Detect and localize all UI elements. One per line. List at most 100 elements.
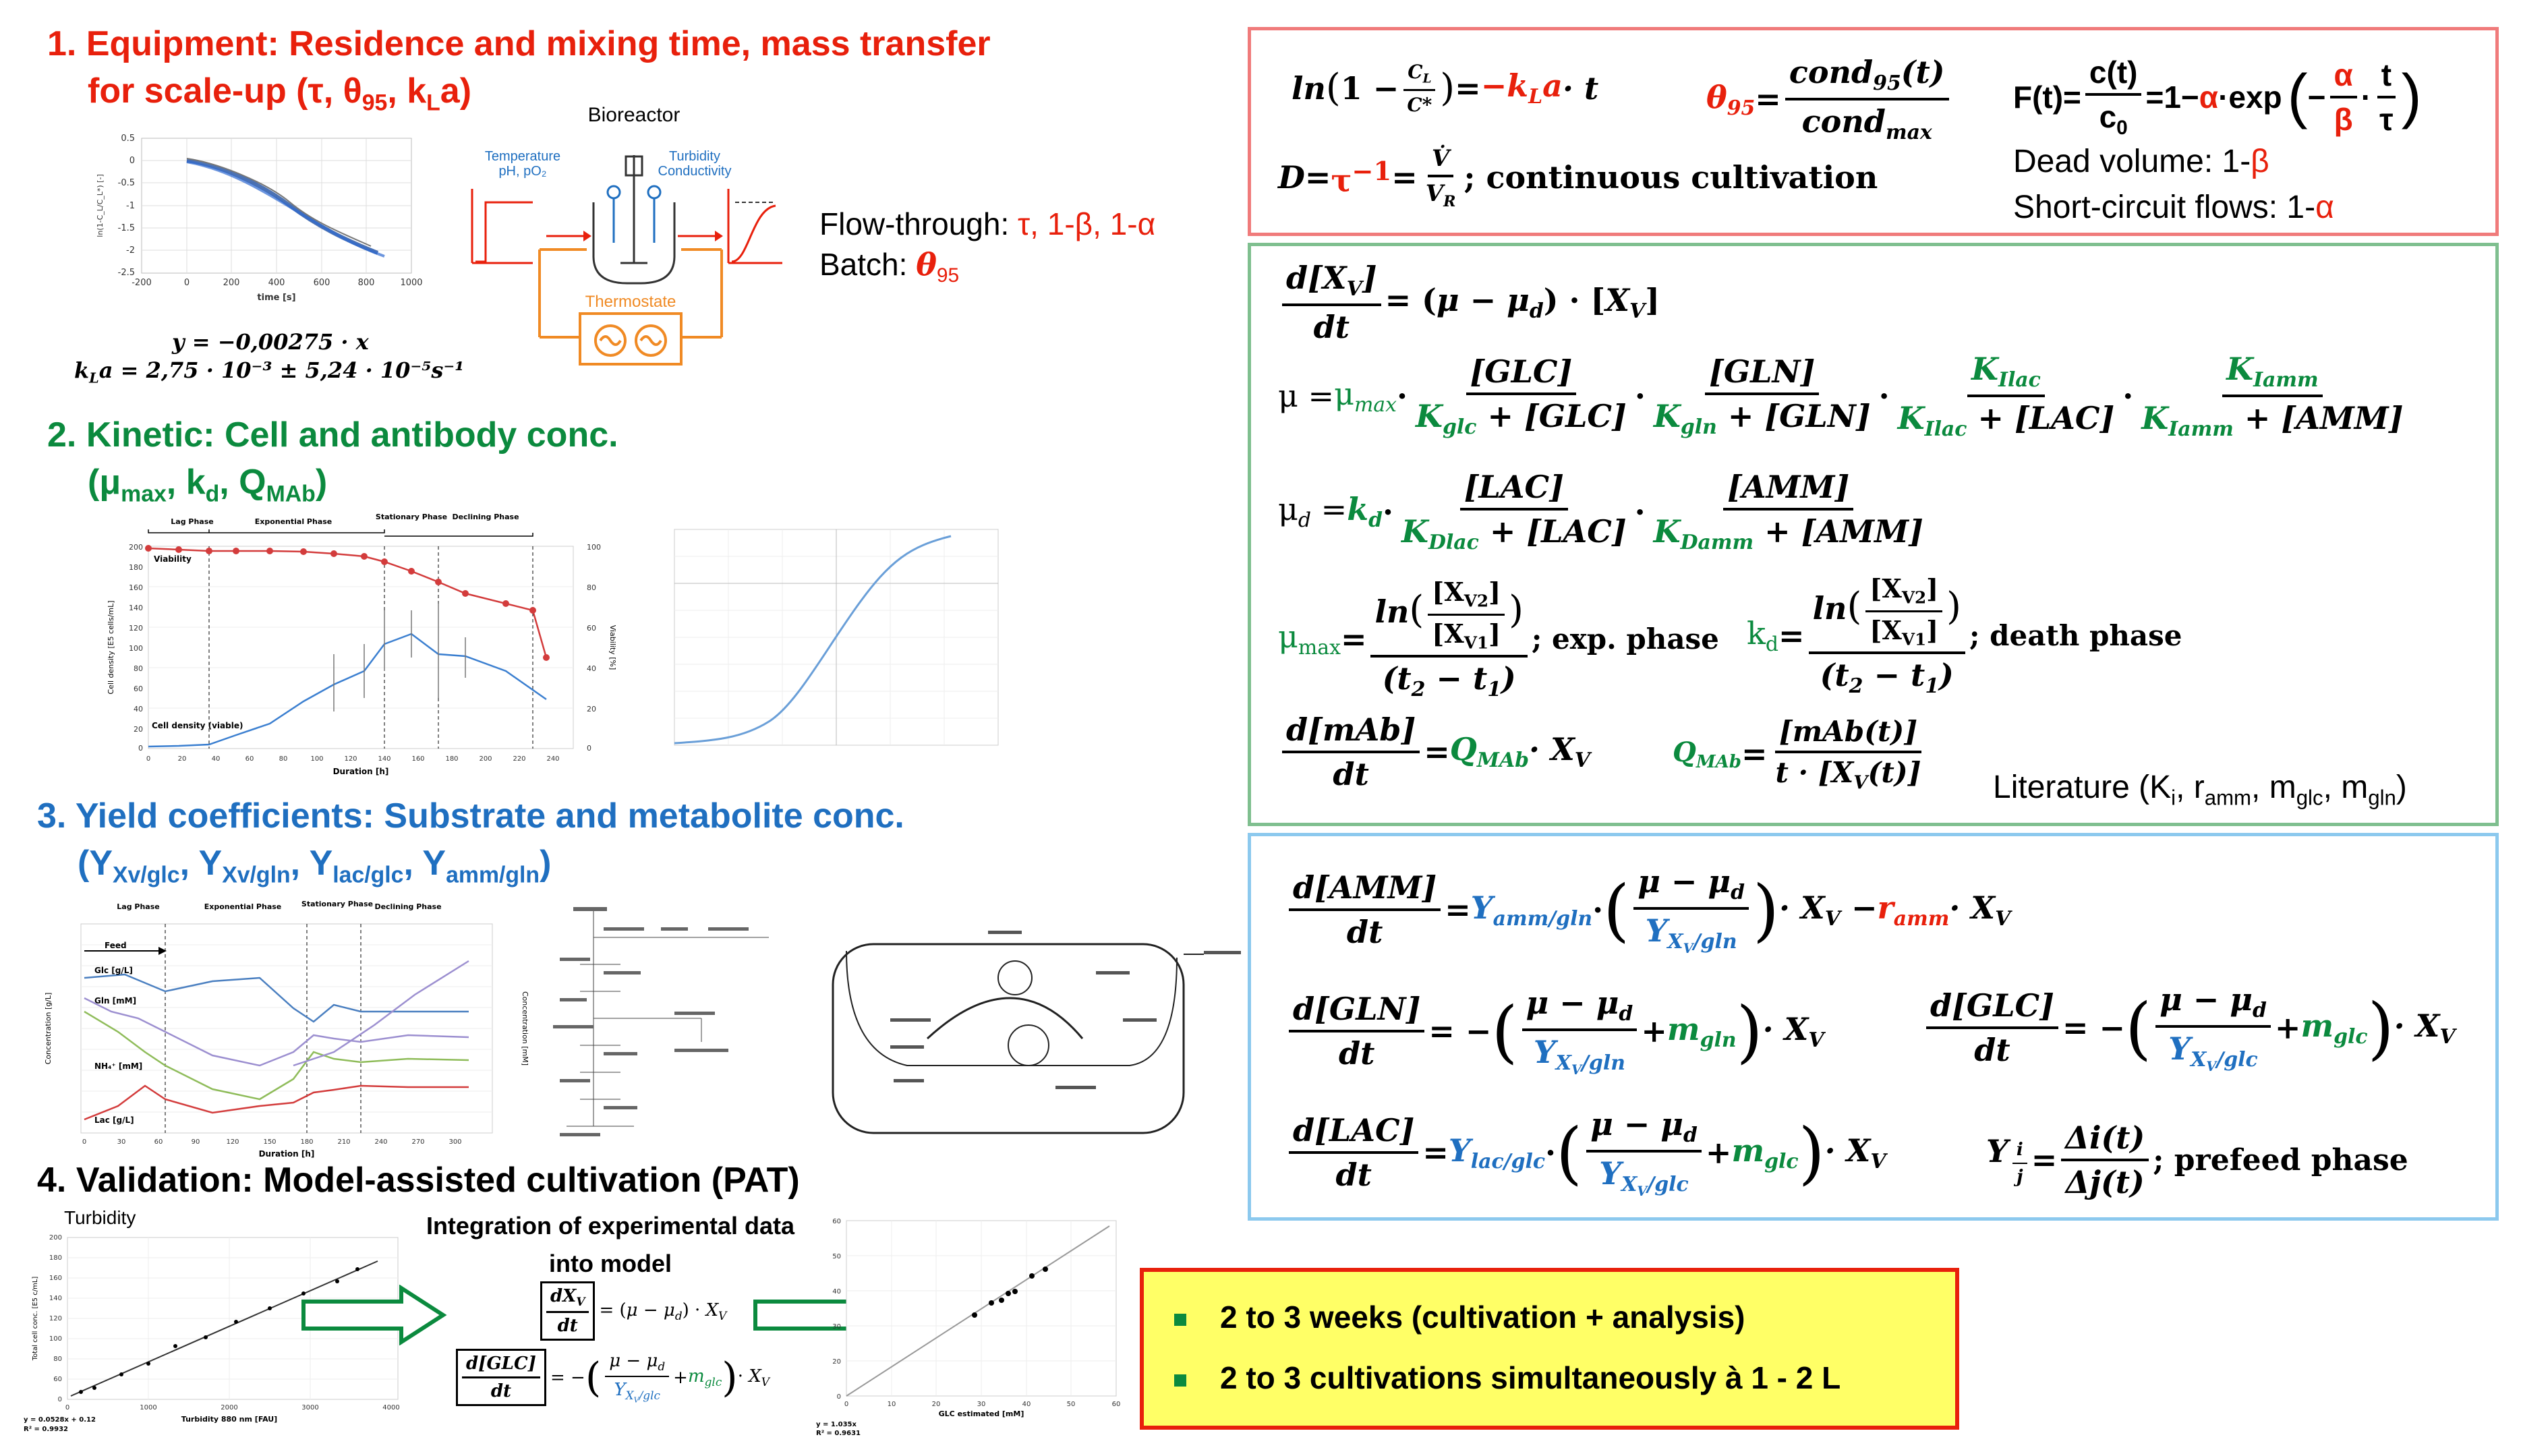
lit-r: , r xyxy=(2176,769,2205,805)
dead-volume-beta: β xyxy=(2251,144,2269,179)
gln-label: Gln [mM] xyxy=(94,996,136,1006)
svg-text:50: 50 xyxy=(832,1253,841,1260)
nh4-label: NH₄⁺ [mM] xyxy=(94,1061,142,1071)
timeline-note-box: 2 to 3 weeks (cultivation + analysis) 2 … xyxy=(1140,1268,1959,1430)
ph-label: pH, pO₂ xyxy=(498,164,546,179)
svg-text:150: 150 xyxy=(263,1138,276,1146)
y-text-3: , Y xyxy=(290,844,333,883)
dead-volume-label: Dead volume: 1- xyxy=(2013,144,2251,179)
dead-volume: Dead volume: 1-β xyxy=(2013,143,2269,180)
section-2-line1: 2. Kinetic: Cell and antibody conc. xyxy=(47,415,618,455)
f-label: F(t)= xyxy=(2013,79,2081,115)
batch-sub: 95 xyxy=(936,264,960,287)
svg-text:40: 40 xyxy=(134,705,143,714)
kla-xtick-2: 200 xyxy=(223,278,240,288)
fit-equation: y = −0,00275 · x xyxy=(172,329,369,355)
section-4-title: 4. Validation: Model-assisted cultivatio… xyxy=(37,1160,800,1200)
lit-gln: gln xyxy=(2368,786,2396,810)
kla-equation: kLa = 2,75 · 10⁻³ ± 5,24 · 10⁻⁵s⁻¹ xyxy=(74,357,464,386)
eq-mu: μ = μmax·[GLC]Kglc + [GLC]·[GLN]Kgln + [… xyxy=(1278,351,2404,442)
svg-text:20: 20 xyxy=(134,725,143,734)
growth-phase-1: Exponential Phase xyxy=(255,517,332,526)
batch-label: Batch: xyxy=(819,247,917,282)
growth-ylabel: Cell density [E5 cells/mL] xyxy=(107,600,115,694)
svg-text:60: 60 xyxy=(245,755,254,763)
svg-text:3000: 3000 xyxy=(301,1404,318,1411)
eq-kd: kd = ln([XV2][XV1])(t2 − t1); death phas… xyxy=(1747,573,2182,699)
glc-label: Glc [g/L] xyxy=(94,966,133,975)
short-circuit-alpha: α xyxy=(2315,190,2334,225)
eq-dmab: d[mAb]dt = QMAb · XV xyxy=(1278,711,1590,792)
eq-mud: μd = kd·[LAC]KDlac + [LAC]·[AMM]KDamm + … xyxy=(1278,469,1923,555)
svg-text:2000: 2000 xyxy=(221,1404,237,1411)
growth-phase-2: Stationary Phase xyxy=(376,513,447,521)
svg-text:40: 40 xyxy=(1022,1401,1031,1408)
y-sub-2: Xv/gln xyxy=(222,862,291,888)
svg-text:10: 10 xyxy=(888,1401,896,1408)
prefeed-label: ; prefeed phase xyxy=(2153,1142,2408,1177)
turbidity-title: Turbidity xyxy=(64,1207,136,1228)
glc-r2: R² = 0.9631 xyxy=(816,1430,861,1436)
svg-text:80: 80 xyxy=(53,1356,62,1363)
svg-text:240: 240 xyxy=(546,755,559,763)
lit-m: , m xyxy=(2251,769,2296,805)
equipment-equations-box xyxy=(1248,27,2499,236)
turbidity-r2: R² = 0.9932 xyxy=(24,1426,68,1433)
svg-text:120: 120 xyxy=(49,1315,62,1322)
svg-text:100: 100 xyxy=(129,644,143,653)
section-2-subtitle: (μmax, kd, QMAb) xyxy=(88,462,327,507)
svg-text:30: 30 xyxy=(977,1401,986,1408)
kla-sub: L xyxy=(426,90,440,116)
kla-chart: 0.5 0 -0.5 -1 -1.5 -2 -2.5 -200 0 200 40… xyxy=(96,134,423,303)
svg-text:0: 0 xyxy=(82,1138,86,1146)
integration-line2: into model xyxy=(549,1250,672,1277)
svg-text:210: 210 xyxy=(337,1138,350,1146)
y-text-1: (Y xyxy=(78,844,113,883)
batch-text: Batch: θ95 xyxy=(819,246,959,287)
svg-text:80: 80 xyxy=(134,664,143,673)
q-text: , Q xyxy=(219,463,266,502)
kla-xtick-0: -200 xyxy=(132,278,152,288)
conc-phase-2: Stationary Phase xyxy=(301,900,373,908)
sigmoid-chart xyxy=(674,529,999,746)
kla-k: k xyxy=(74,357,90,383)
svg-text:0: 0 xyxy=(146,755,150,763)
svg-text:180: 180 xyxy=(129,563,143,572)
growth-y2label: Viability [%] xyxy=(608,625,617,670)
turbidity-label: Turbidity xyxy=(669,149,720,164)
eq-dxv: d[XV]dt = (μ − μd) · [XV] xyxy=(1278,260,1660,345)
growth-chart: Lag Phase Exponential Phase Stationary P… xyxy=(107,513,617,776)
kla-ylabel: ln(1-C_L/C_L*) [-] xyxy=(96,174,105,237)
svg-text:200: 200 xyxy=(479,755,492,763)
kd-sub: d xyxy=(205,481,220,507)
section-1-title: 1. Equipment: Residence and mixing time,… xyxy=(47,24,991,64)
svg-text:100: 100 xyxy=(310,755,323,763)
eq-dilution: D = τ−1 = V̇VR; continuous cultivation xyxy=(1278,145,1878,210)
kla-l: L xyxy=(89,369,99,386)
kla-ytick-5: -2 xyxy=(126,245,135,256)
svg-text:100: 100 xyxy=(49,1335,62,1343)
exp-phase-label: ; exp. phase xyxy=(1531,622,1719,656)
kla-xlabel: time [s] xyxy=(257,293,295,303)
growth-phase-3: Declining Phase xyxy=(452,513,519,521)
short-circuit-label: Short-circuit flows: 1- xyxy=(2013,190,2316,225)
section-1-line2: for scale-up (τ, θ xyxy=(88,71,362,111)
conductivity-label: Conductivity xyxy=(658,164,732,179)
note-item-2: 2 to 3 cultivations simultaneously à 1 -… xyxy=(1174,1360,1841,1396)
y-text-2: , Y xyxy=(179,844,223,883)
eq-mumax: μmax = ln([XV2][XV1])(t2 − t1); exp. pha… xyxy=(1278,577,1719,702)
svg-text:60: 60 xyxy=(1112,1401,1121,1408)
svg-text:40: 40 xyxy=(587,664,596,673)
svg-text:30: 30 xyxy=(117,1138,126,1146)
svg-text:90: 90 xyxy=(192,1138,200,1146)
lit-glc: glc xyxy=(2296,786,2323,810)
kla-xtick-5: 800 xyxy=(358,278,375,288)
note-item-1-text: 2 to 3 weeks (cultivation + analysis) xyxy=(1220,1300,1745,1335)
kla-xtick-6: 1000 xyxy=(400,278,422,288)
